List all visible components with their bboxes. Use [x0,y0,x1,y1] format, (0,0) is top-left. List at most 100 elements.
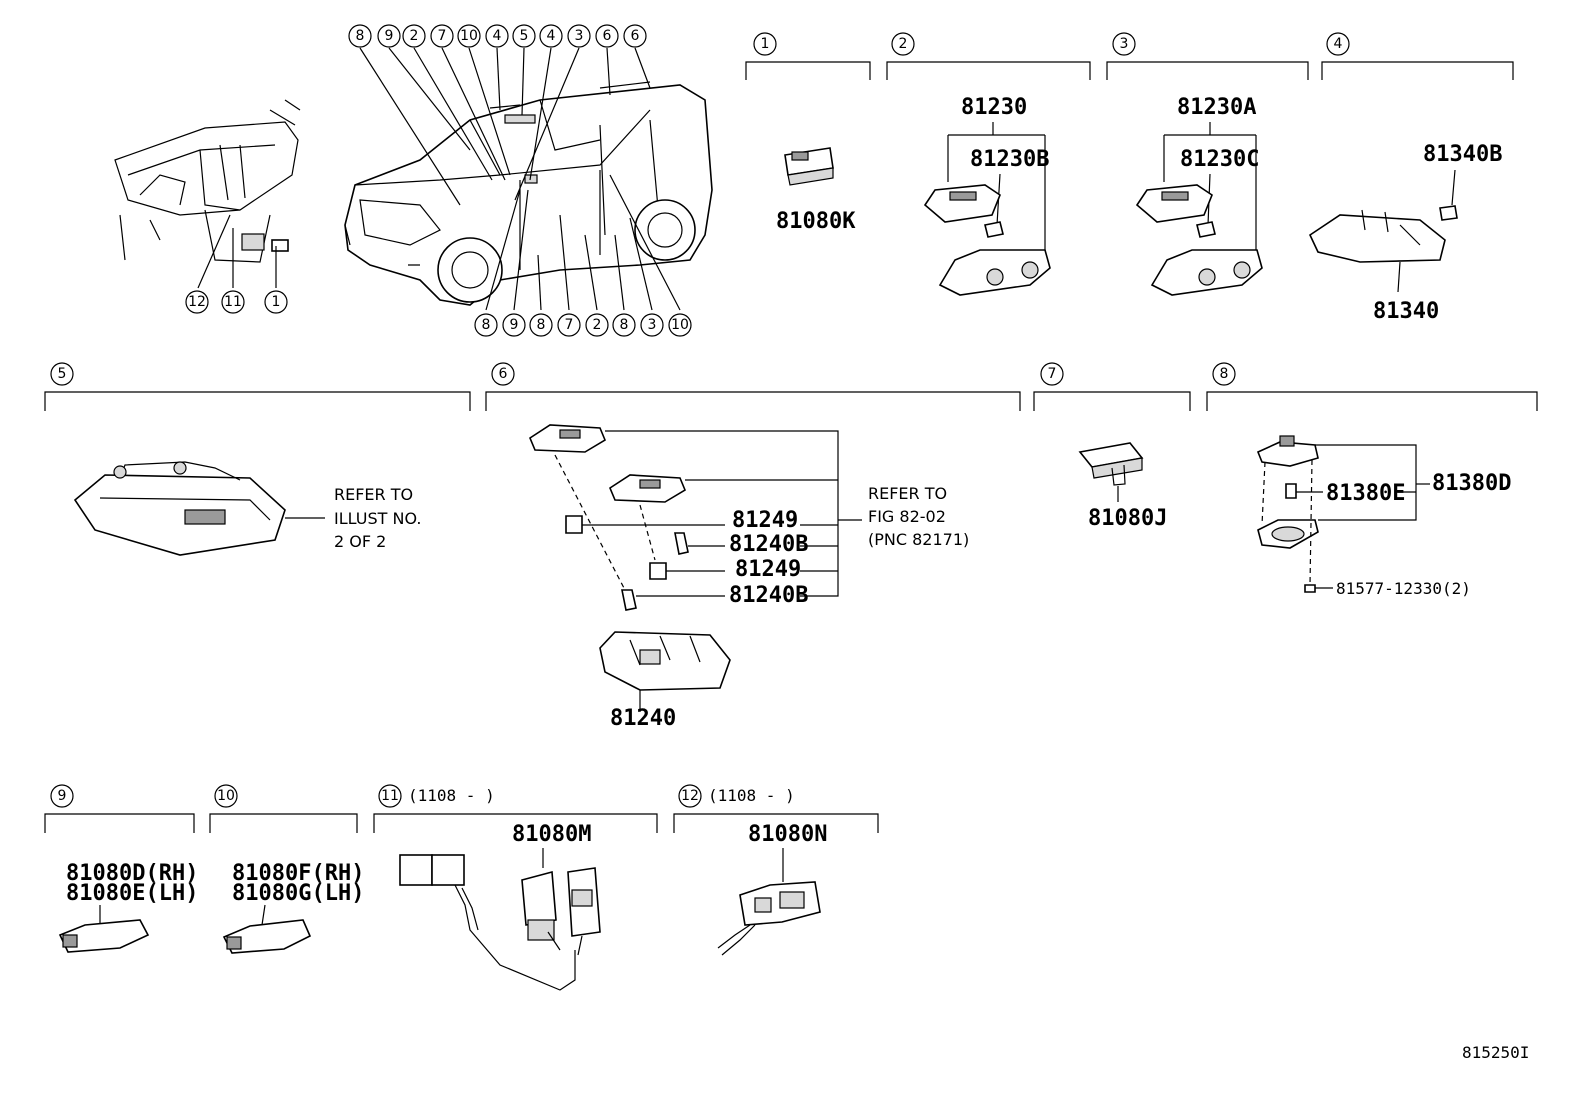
callout-10-bottom: 10 [668,313,692,337]
note-illust-no: ILLUST NO. [334,509,421,528]
vehicle-overview-illustration [344,81,713,306]
svg-text:4: 4 [1334,36,1343,52]
svg-text:9: 9 [385,28,394,44]
svg-text:5: 5 [520,28,529,44]
part-81340: 81340 [1373,299,1439,324]
callout-2-bottom: 2 [585,313,609,337]
callout-4-top-a: 4 [485,24,509,48]
part-81249-a: 81249 [732,508,798,533]
callout-3-top: 3 [567,24,591,48]
part-81240B-b: 81240B [729,583,808,608]
section-11: 11 (1108 - ) 81080M [373,784,658,991]
svg-text:2: 2 [410,28,419,44]
svg-text:7: 7 [1048,366,1057,382]
callout-9-top: 9 [377,24,401,48]
svg-text:12: 12 [188,294,206,310]
svg-text:10: 10 [217,788,235,804]
callout-8-top: 8 [348,24,372,48]
svg-text:11: 11 [381,788,399,804]
section-6: 6 81240 81249 81240B 81249 81240B [485,362,1021,731]
part-81230C: 81230C [1180,147,1259,172]
part-81080D-RH: 81080D(RH) [66,861,198,886]
svg-text:1: 1 [761,36,770,52]
svg-text:4: 4 [493,28,502,44]
dashboard-overview-illustration [114,99,301,263]
callout-4-top-b: 4 [539,24,563,48]
callout-9-bottom: 9 [502,313,526,337]
bottom-callout-row: 8 9 8 7 2 8 3 10 [474,313,692,337]
part-81080M: 81080M [512,822,591,847]
svg-text:3: 3 [1120,36,1129,52]
callout-6-top-b: 6 [623,24,647,48]
svg-text:11: 11 [224,294,242,310]
callout-8-bottom-c: 8 [612,313,636,337]
callout-8-bottom-a: 8 [474,313,498,337]
svg-text:3: 3 [575,28,584,44]
section-2: 2 81230 81230B [886,32,1091,296]
part-81080F-RH: 81080F(RH) [232,861,364,886]
svg-text:12: 12 [681,788,699,804]
svg-text:4: 4 [547,28,556,44]
part-81230: 81230 [961,95,1027,120]
section-5: 5 REFER TO ILLUST NO. 2 OF 2 [44,362,471,556]
part-81380D: 81380D [1432,471,1511,496]
note-pnc-82171: (PNC 82171) [868,530,969,549]
top-callout-row: 8 9 2 7 10 4 5 4 3 6 6 [348,24,647,48]
part-81240: 81240 [610,706,676,731]
part-81340B: 81340B [1423,142,1502,167]
svg-text:5: 5 [58,366,67,382]
section-4: 4 81340B 81340 [1308,32,1514,324]
section-10: 10 81080F(RH) 81080G(LH) [209,784,364,954]
part-81080N: 81080N [748,822,827,847]
svg-text:6: 6 [603,28,612,44]
note-2-of-2: 2 OF 2 [334,532,386,551]
part-81577-12330: 81577-12330(2) [1336,579,1471,598]
svg-text:6: 6 [631,28,640,44]
figure-id: 815250I [1462,1043,1529,1062]
section-8: 8 81380E 81380D 81577-12330(2) [1206,362,1538,598]
svg-text:9: 9 [510,317,519,333]
callout-7-bottom: 7 [557,313,581,337]
callout-7-top: 7 [430,24,454,48]
range-11: (1108 - ) [408,786,495,805]
svg-text:7: 7 [565,317,574,333]
range-12: (1108 - ) [708,786,795,805]
note-refer-to: REFER TO [334,485,413,504]
svg-text:9: 9 [58,788,67,804]
svg-text:8: 8 [356,28,365,44]
section-7: 7 81080J [1033,362,1191,531]
callout-3-bottom: 3 [640,313,664,337]
callout-10-top: 10 [457,24,481,48]
section-12: 12 (1108 - ) 81080N [673,784,879,956]
section-1: 1 81080K [745,32,871,234]
part-81080E-LH: 81080E(LH) [66,881,198,906]
callout-2-top: 2 [402,24,426,48]
svg-text:6: 6 [499,366,508,382]
svg-text:10: 10 [460,28,478,44]
svg-text:8: 8 [620,317,629,333]
vehicle-leader-lines [359,47,681,311]
part-81080K: 81080K [776,209,856,234]
callout-11: 11 [221,290,245,314]
note-fig-82-02: FIG 82-02 [868,507,946,526]
svg-text:8: 8 [537,317,546,333]
svg-text:2: 2 [593,317,602,333]
callout-8-bottom-b: 8 [529,313,553,337]
part-81080J: 81080J [1088,506,1167,531]
svg-text:7: 7 [438,28,447,44]
note-refer-to-fig: REFER TO [868,484,947,503]
svg-text:8: 8 [1220,366,1229,382]
callout-5-top: 5 [512,24,536,48]
callout-1: 1 [264,290,288,314]
section-3: 3 81230A 81230C [1106,32,1309,296]
svg-text:8: 8 [482,317,491,333]
callout-12: 12 [185,290,209,314]
svg-text:1: 1 [272,294,281,310]
callout-6-top-a: 6 [595,24,619,48]
part-81249-b: 81249 [735,557,801,582]
part-81240B-a: 81240B [729,532,808,557]
svg-text:3: 3 [648,317,657,333]
part-81230B: 81230B [970,147,1049,172]
section-9: 9 81080D(RH) 81080E(LH) [44,784,198,953]
